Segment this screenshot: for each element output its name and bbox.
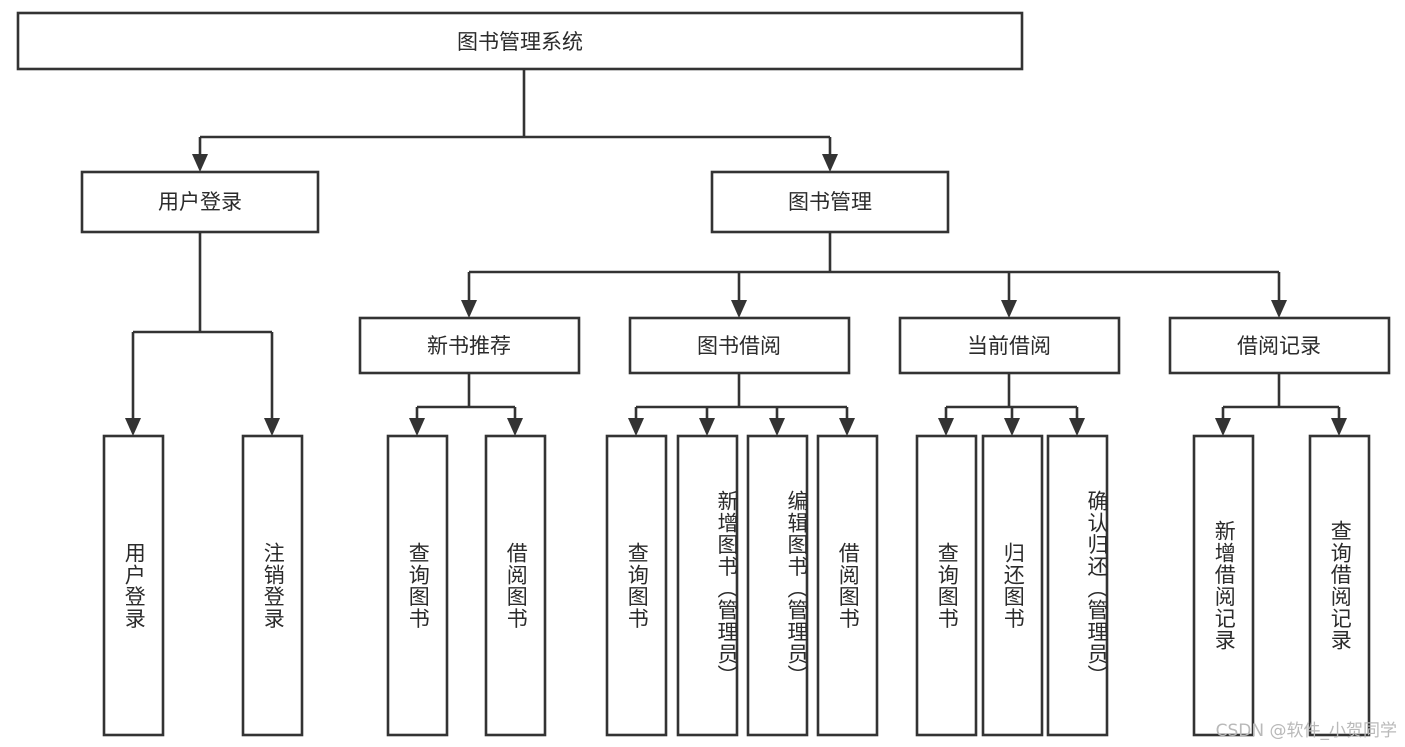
node-leaf-borrow-book-box[interactable] [816,434,879,737]
arrowhead-leaf-borrow-book-recommend [507,418,523,436]
arrowhead-leaf-query-borrow-record [1331,418,1347,436]
node-leaf-query-book-borrow-box[interactable] [605,434,668,737]
arrowhead-leaf-add-book [699,418,715,436]
node-leaf-edit-book-box[interactable] [746,434,809,737]
arrowhead-book-borrow [731,300,747,318]
node-leaf-borrow-book-recommend-box[interactable] [484,434,547,737]
arrowhead-leaf-return-book [1004,418,1020,436]
node-user-login-box[interactable] [80,170,320,234]
node-user-login-label: 用户登录 [158,190,242,214]
node-leaf-user-login-box[interactable] [102,434,165,737]
arrowhead-leaf-confirm-return [1069,418,1085,436]
node-current-borrow-box[interactable] [898,316,1121,375]
node-new-book-recommend-box[interactable] [358,316,581,375]
csdn-watermark: CSDN @软件_小贺同学 [1215,721,1397,741]
node-leaf-query-book-current-box[interactable] [915,434,978,737]
arrowhead-book-management [822,154,838,172]
node-book-management-label: 图书管理 [788,190,872,214]
node-leaf-return-book-box[interactable] [981,434,1044,737]
node-borrow-record-box[interactable] [1168,316,1391,375]
arrowhead-leaf-query-book-current [938,418,954,436]
arrowhead-borrow-record [1271,300,1287,318]
node-leaf-query-book-recommend-box[interactable] [386,434,449,737]
arrowhead-leaf-borrow-book [839,418,855,436]
node-root-label: 图书管理系统 [457,30,583,54]
node-root-box[interactable] [16,11,1024,71]
node-leaf-user-logout-box[interactable] [241,434,304,737]
arrowhead-leaf-add-borrow-record [1215,418,1231,436]
node-book-management-box[interactable] [710,170,950,234]
node-leaf-add-book-box[interactable] [676,434,739,737]
arrowhead-leaf-query-book-borrow [628,418,644,436]
arrowhead-user-login [192,154,208,172]
arrowhead-leaf-edit-book [769,418,785,436]
node-book-borrow-box[interactable] [628,316,851,375]
arrowhead-leaf-user-logout [264,418,280,436]
arrowhead-current-borrow [1001,300,1017,318]
node-layer: 图书管理系统 用户登录 图书管理 新书推荐 图书借阅 当前借阅 借阅记录 [16,11,1391,737]
arrowhead-leaf-user-login [125,418,141,436]
node-leaf-confirm-return-box[interactable] [1046,434,1109,737]
node-borrow-record-label: 借阅记录 [1237,334,1321,358]
connector-layer [125,69,1347,436]
node-leaf-add-borrow-record-box[interactable] [1192,434,1255,737]
node-current-borrow-label: 当前借阅 [967,334,1051,358]
node-new-book-recommend-label: 新书推荐 [427,334,511,358]
node-book-borrow-label: 图书借阅 [697,334,781,358]
arrowhead-leaf-query-book-recommend [409,418,425,436]
node-leaf-query-borrow-record-box[interactable] [1308,434,1371,737]
arrowhead-new-book-recommend [461,300,477,318]
